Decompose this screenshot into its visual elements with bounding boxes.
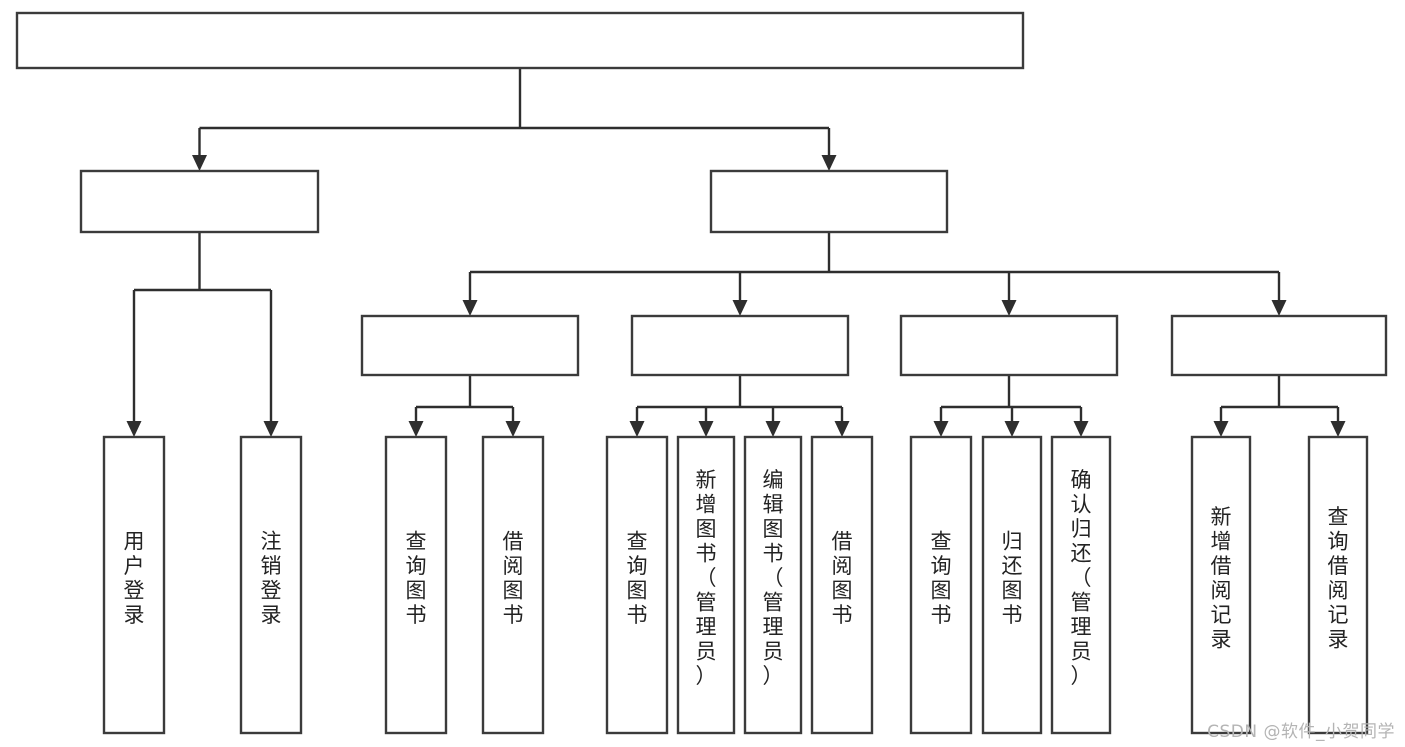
node-box: [15, 11, 1025, 70]
node-box: [1190, 435, 1252, 735]
node-leaf-11[interactable]: 新增借阅记录: [1190, 435, 1252, 735]
arrow-head-icon: [834, 421, 850, 437]
node-box: [1050, 435, 1112, 735]
node-root-0[interactable]: [15, 11, 1025, 70]
arrow-head-icon: [505, 421, 521, 437]
node-box: [239, 435, 303, 735]
node-leaf-4[interactable]: 查询图书: [605, 435, 669, 735]
node-label: 编辑图书（管理员）: [763, 468, 784, 688]
arrow-head-icon: [765, 421, 781, 437]
node-box: [360, 314, 580, 377]
node-box: [630, 314, 850, 377]
arrow-head-icon: [1073, 421, 1089, 437]
node-box: [102, 435, 166, 735]
node-leaf-12[interactable]: 查询借阅记录: [1307, 435, 1369, 735]
node-leaf-9[interactable]: 归还图书: [981, 435, 1043, 735]
node-level2-1[interactable]: [709, 169, 949, 234]
node-label: 用户登录: [124, 529, 145, 627]
node-box: [899, 314, 1119, 377]
node-level3-2[interactable]: [899, 314, 1119, 377]
node-label: 新增借阅记录: [1211, 505, 1232, 652]
arrow-head-icon: [126, 421, 142, 437]
node-label: 注销登录: [261, 529, 282, 627]
node-label: 查询借阅记录: [1328, 505, 1349, 652]
nodes-layer: 用户登录 注销登录 查询图书 借阅图书 查询图书 新增图书（管理员） 编辑图书（管理员） 借阅…: [15, 11, 1388, 735]
arrow-head-icon: [1271, 300, 1287, 316]
node-leaf-6[interactable]: 编辑图书（管理员）: [743, 435, 803, 735]
node-label: 新增图书（管理员）: [696, 468, 717, 688]
node-box: [605, 435, 669, 735]
node-label: 查询图书: [627, 529, 648, 627]
node-label: 查询图书: [931, 529, 952, 627]
arrow-head-icon: [1004, 421, 1020, 437]
node-leaf-3[interactable]: 借阅图书: [481, 435, 545, 735]
arrow-head-icon: [732, 300, 748, 316]
node-leaf-5[interactable]: 新增图书（管理员）: [676, 435, 736, 735]
node-box: [1307, 435, 1369, 735]
node-leaf-0[interactable]: 用户登录: [102, 435, 166, 735]
node-label: 借阅图书: [503, 529, 524, 627]
arrow-head-icon: [408, 421, 424, 437]
arrow-head-icon: [192, 155, 207, 171]
node-box: [384, 435, 448, 735]
node-leaf-8[interactable]: 查询图书: [909, 435, 973, 735]
node-label: 查询图书: [406, 529, 427, 627]
connectors-layer: [126, 68, 1346, 437]
node-leaf-7[interactable]: 借阅图书: [810, 435, 874, 735]
arrow-head-icon: [1330, 421, 1346, 437]
node-box: [676, 435, 736, 735]
node-box: [481, 435, 545, 735]
node-leaf-10[interactable]: 确认归还（管理员）: [1050, 435, 1112, 735]
node-level3-3[interactable]: [1170, 314, 1388, 377]
arrow-head-icon: [462, 300, 478, 316]
node-level3-1[interactable]: [630, 314, 850, 377]
node-label: 归还图书: [1002, 529, 1023, 627]
arrow-head-icon: [698, 421, 714, 437]
node-box: [981, 435, 1043, 735]
arrow-head-icon: [1001, 300, 1017, 316]
node-label: 确认归还（管理员）: [1071, 468, 1092, 688]
node-leaf-2[interactable]: 查询图书: [384, 435, 448, 735]
arrow-head-icon: [933, 421, 949, 437]
node-level2-0[interactable]: [79, 169, 320, 234]
node-box: [709, 169, 949, 234]
arrow-head-icon: [263, 421, 279, 437]
node-label: 借阅图书: [832, 529, 853, 627]
arrow-head-icon: [629, 421, 645, 437]
arrow-head-icon: [1213, 421, 1229, 437]
arrow-head-icon: [821, 155, 837, 171]
node-box: [810, 435, 874, 735]
node-box: [743, 435, 803, 735]
node-level3-0[interactable]: [360, 314, 580, 377]
node-leaf-1[interactable]: 注销登录: [239, 435, 303, 735]
node-box: [1170, 314, 1388, 377]
node-box: [79, 169, 320, 234]
node-box: [909, 435, 973, 735]
